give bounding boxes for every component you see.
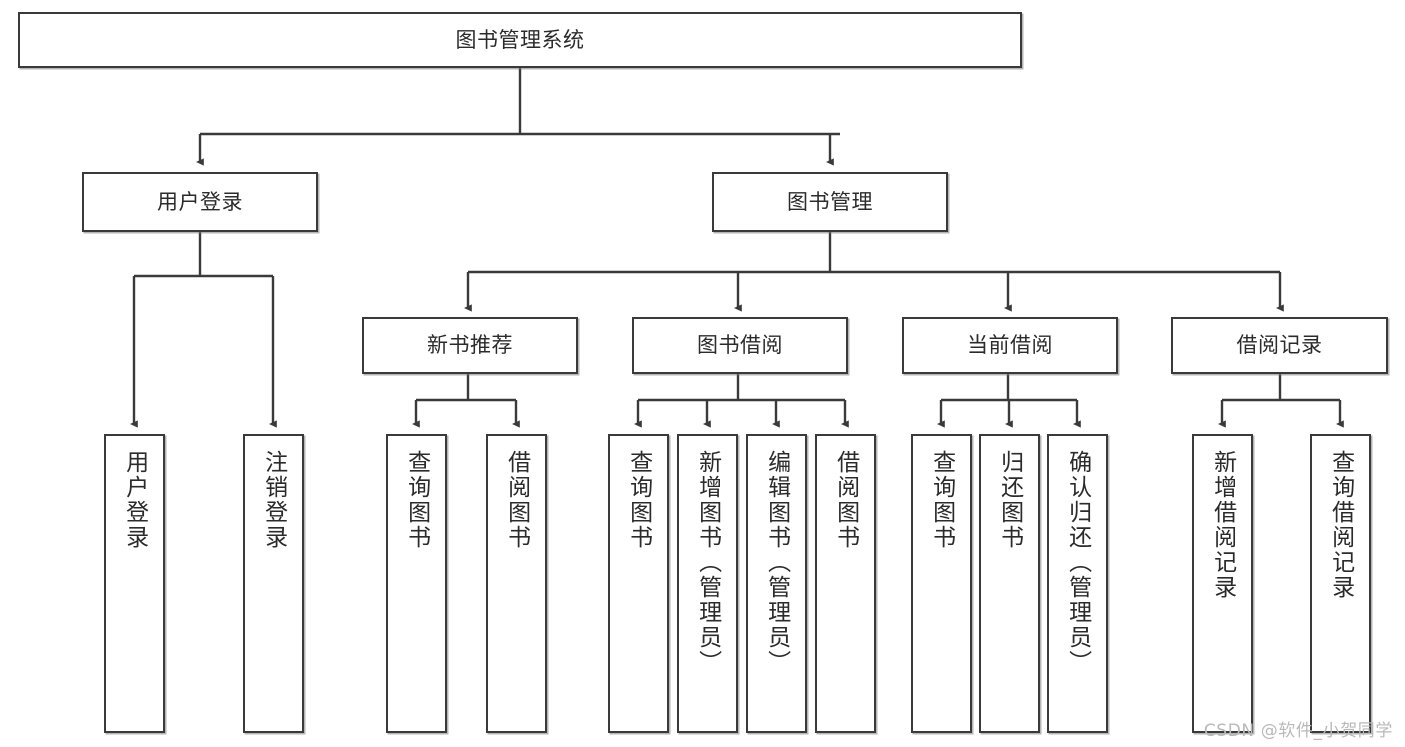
node-label: 查询图书 <box>403 450 430 550</box>
node-label: 新增图书（管理员） <box>694 450 721 675</box>
node-label: 当前借阅 <box>967 333 1053 358</box>
node-label: 归还图书 <box>996 450 1023 550</box>
node-label: 新增借阅记录 <box>1209 450 1236 600</box>
node-book-borrow[interactable]: 图书借阅 <box>632 317 848 374</box>
node-label: 用户登录 <box>157 189 243 214</box>
leaf-add-book-admin[interactable]: 新增图书（管理员） <box>677 434 738 733</box>
node-label: 查询图书 <box>928 450 955 550</box>
node-root-system[interactable]: 图书管理系统 <box>18 12 1022 68</box>
leaf-borrow-book[interactable]: 借阅图书 <box>815 434 876 733</box>
node-current-borrow[interactable]: 当前借阅 <box>902 317 1118 374</box>
node-label: 图书借阅 <box>697 333 783 358</box>
leaf-query-book-recommend[interactable]: 查询图书 <box>386 434 447 733</box>
node-label: 图书管理系统 <box>455 27 585 52</box>
node-label: 注销登录 <box>260 450 287 550</box>
leaf-add-borrow-record[interactable]: 新增借阅记录 <box>1192 434 1253 733</box>
leaf-query-book-borrow[interactable]: 查询图书 <box>608 434 669 733</box>
leaf-return-book[interactable]: 归还图书 <box>979 434 1040 733</box>
leaf-edit-book-admin[interactable]: 编辑图书（管理员） <box>746 434 807 733</box>
leaf-borrow-book-recommend[interactable]: 借阅图书 <box>486 434 547 733</box>
node-label: 新书推荐 <box>427 333 513 358</box>
node-label: 确认归还（管理员） <box>1064 450 1091 675</box>
leaf-confirm-return-admin[interactable]: 确认归还（管理员） <box>1047 434 1108 733</box>
node-user-login[interactable]: 用户登录 <box>82 172 318 232</box>
node-label: 借阅记录 <box>1236 333 1323 358</box>
leaf-query-book-current[interactable]: 查询图书 <box>911 434 972 733</box>
leaf-user-login[interactable]: 用户登录 <box>104 434 165 733</box>
node-label: 借阅图书 <box>832 450 859 550</box>
node-label: 用户登录 <box>121 450 148 550</box>
node-label: 编辑图书（管理员） <box>763 450 790 675</box>
node-label: 图书管理 <box>787 189 873 214</box>
node-label: 查询图书 <box>625 450 652 550</box>
node-borrow-record[interactable]: 借阅记录 <box>1171 317 1388 374</box>
node-label: 查询借阅记录 <box>1327 450 1354 600</box>
node-label: 借阅图书 <box>503 450 530 550</box>
node-book-management[interactable]: 图书管理 <box>712 172 948 232</box>
node-new-book-recommend[interactable]: 新书推荐 <box>362 317 578 374</box>
watermark-text: CSDN @软件_小贺同学 <box>1203 721 1393 741</box>
leaf-query-borrow-record[interactable]: 查询借阅记录 <box>1310 434 1371 733</box>
leaf-logout[interactable]: 注销登录 <box>243 434 304 733</box>
